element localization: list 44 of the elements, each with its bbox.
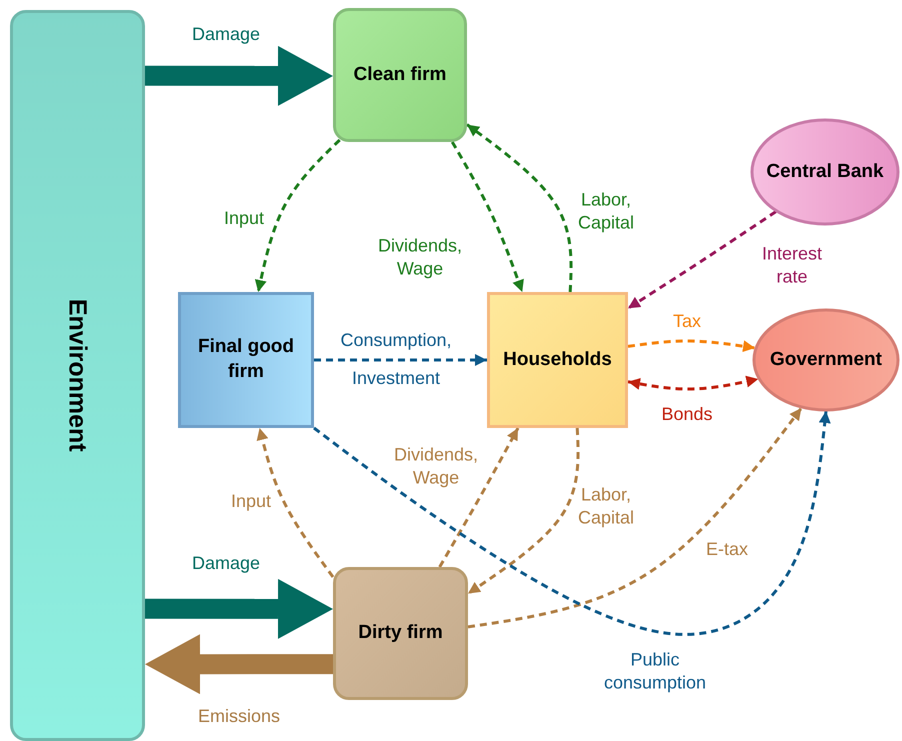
process-box	[487, 292, 628, 428]
node-label: Clean firm	[354, 62, 446, 87]
arrow	[254, 138, 341, 292]
flow-arrow	[145, 578, 333, 639]
edge-label: Dividends, Wage	[392, 444, 480, 488]
flow-arrow	[145, 46, 333, 106]
edge-label: Labor, Capital	[576, 484, 636, 528]
arrow	[468, 407, 803, 628]
process-box	[333, 8, 467, 142]
node-label: Dirty firm	[358, 621, 443, 646]
edge-label: Damage	[190, 552, 262, 574]
edge-label: Public consumption	[602, 648, 708, 694]
edge-label: Consumption, Investment	[339, 329, 453, 390]
ellipse-node	[750, 118, 900, 226]
edge-label: Dividends, Wage	[376, 234, 464, 280]
edge-label: Input	[222, 206, 266, 230]
arrow	[438, 427, 520, 568]
edge-label: E-tax	[704, 538, 749, 560]
node-label: Households	[503, 348, 612, 372]
ellipse-node	[752, 308, 900, 412]
node-label: Government	[770, 348, 882, 372]
node-label: Central Bank	[766, 160, 884, 184]
edge-label: Damage	[190, 22, 262, 46]
edge-label: Labor, Capital	[576, 188, 636, 234]
edge-label: Interest rate	[760, 242, 824, 288]
arrow	[313, 410, 831, 636]
band-title: Environment	[62, 299, 93, 452]
environment-band	[10, 10, 145, 741]
edge-label: Bonds	[660, 402, 714, 426]
edge-label: Tax	[672, 310, 702, 332]
process-box	[178, 292, 314, 428]
flow-arrow	[145, 634, 333, 694]
process-box	[333, 567, 468, 700]
edge-label: Emissions	[196, 704, 282, 728]
edge-label: Input	[230, 490, 272, 512]
arrow	[628, 340, 756, 352]
arrow	[467, 428, 580, 595]
arrow	[256, 428, 334, 578]
arrow	[627, 210, 777, 310]
arrow	[628, 376, 759, 391]
arrow	[466, 123, 573, 292]
arrow	[314, 354, 487, 366]
arrow	[450, 141, 524, 292]
node-label: Final good firm	[196, 335, 296, 384]
